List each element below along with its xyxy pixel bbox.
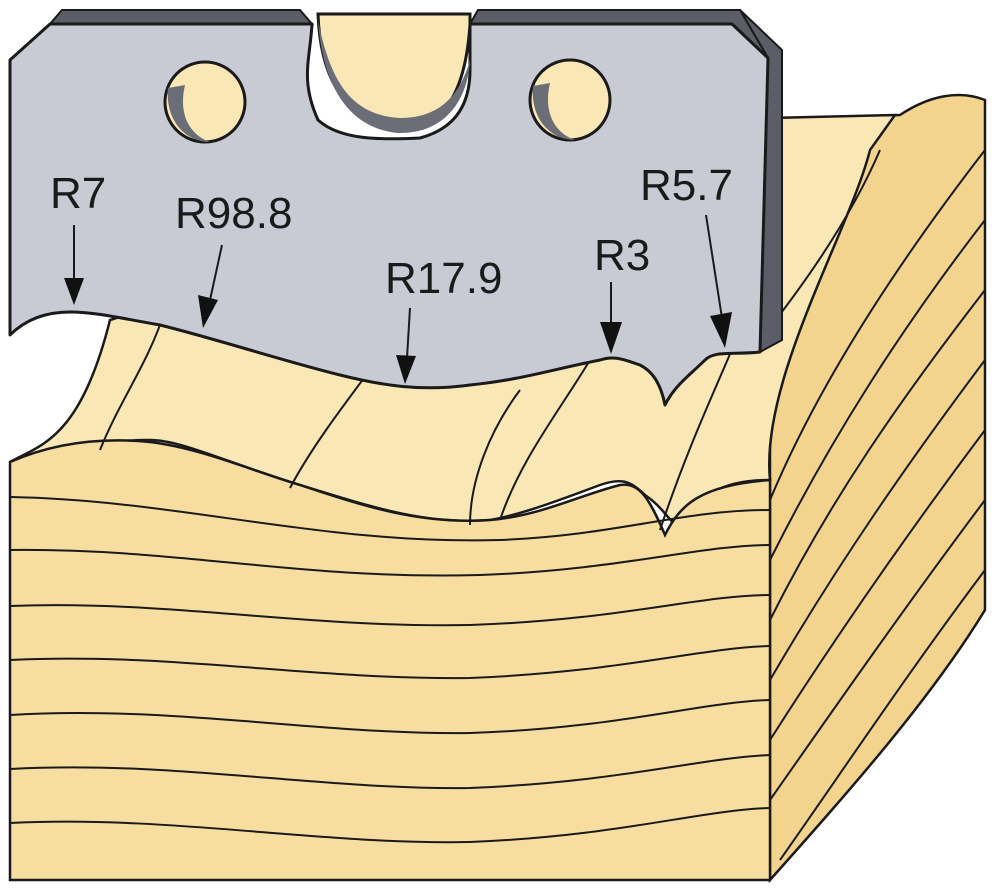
arrow-r98-8-line: [209, 244, 223, 301]
notch-shadow: [318, 20, 470, 134]
left-hole-shadow: [167, 85, 210, 142]
arrow-r17-9-line: [406, 307, 411, 359]
annotation-r3: R3: [594, 231, 650, 354]
knife-blade: [8, 9, 783, 407]
label-r98-8: R98.8: [175, 189, 292, 238]
label-r7: R7: [50, 169, 106, 218]
side-grain-lines: [769, 149, 986, 861]
label-r3: R3: [594, 231, 650, 280]
arrow-r3-head: [600, 322, 622, 354]
annotation-r7: R7: [50, 169, 106, 305]
annotation-r98-8: R98.8: [175, 189, 292, 328]
right-hole-shadow: [532, 83, 575, 140]
annotation-r17-9: R17.9: [385, 254, 502, 384]
blade-top-bevel-left: [47, 9, 315, 25]
annotation-r5-7: R5.7: [640, 161, 733, 348]
label-r5-7: R5.7: [640, 161, 733, 210]
radius-annotations: R7 R98.8 R17.9 R3 R5.7: [50, 161, 733, 384]
arrow-r98-8-head: [198, 295, 218, 328]
label-r17-9: R17.9: [385, 254, 502, 303]
front-grain-lines: [9, 496, 771, 844]
arrow-r17-9-head: [396, 355, 416, 384]
arrow-r5-7-head: [710, 312, 732, 348]
arrow-r5-7-line: [705, 214, 723, 319]
arrow-r7-head: [64, 278, 84, 305]
